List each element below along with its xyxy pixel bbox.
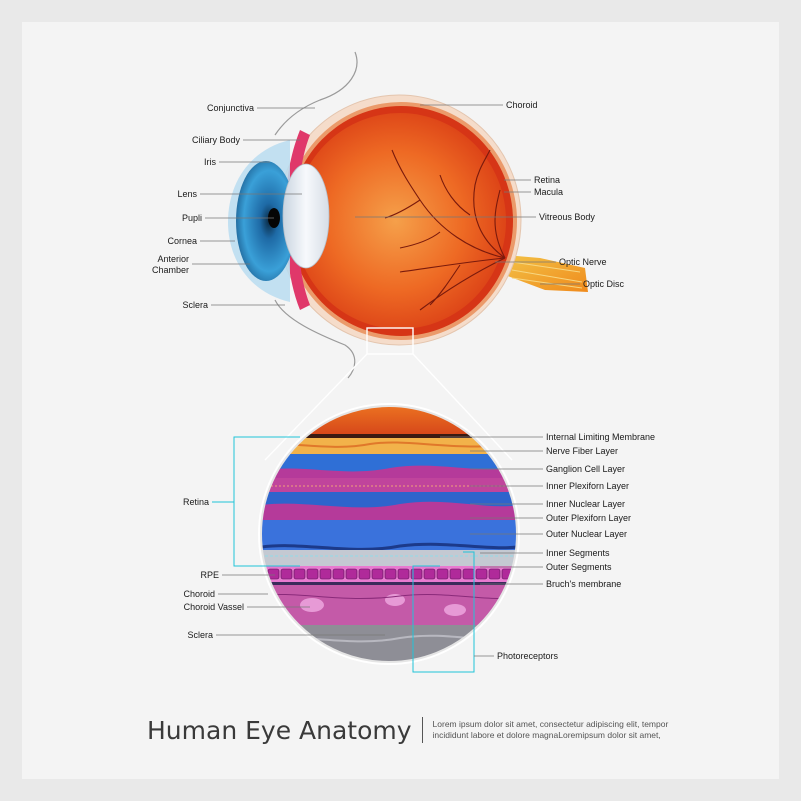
label-chamber: Chamber xyxy=(152,265,189,275)
label-onl: Outer Nuclear Layer xyxy=(546,529,627,539)
label-photoreceptors: Photoreceptors xyxy=(497,651,559,661)
iris-shape xyxy=(236,161,296,281)
rpe-cells xyxy=(267,568,514,580)
optic-nerve-lines xyxy=(511,261,583,289)
caption-separator xyxy=(421,717,423,743)
label-retina-bracket: Retina xyxy=(183,497,209,507)
nerve-fiber-band xyxy=(261,438,517,454)
label-lens: Lens xyxy=(177,189,197,199)
bruch-band xyxy=(261,582,517,585)
label-choroid-layer: Choroid xyxy=(183,589,215,599)
label-retina: Retina xyxy=(534,175,560,185)
label-conjunctiva: Conjunctiva xyxy=(207,103,254,113)
label-ciliary-body: Ciliary Body xyxy=(192,135,241,145)
label-inl: Inner Nuclear Layer xyxy=(546,499,625,509)
leader-lines xyxy=(192,104,580,657)
label-pupli: Pupli xyxy=(182,213,202,223)
label-choroid-vassel: Choroid Vassel xyxy=(184,602,244,612)
ilm-band xyxy=(261,434,517,438)
eye-labels: Conjunctiva Ciliary Body Iris Lens Pupli… xyxy=(152,100,625,310)
label-ipl: Inner Plexiforn Layer xyxy=(546,481,629,491)
caption: Human Eye Anatomy Lorem ipsum dolor sit … xyxy=(147,712,683,748)
caption-title: Human Eye Anatomy xyxy=(147,715,412,745)
label-macula: Macula xyxy=(534,187,563,197)
label-nfl: Nerve Fiber Layer xyxy=(546,446,618,456)
label-bruch: Bruch's membrane xyxy=(546,579,621,589)
label-anterior: Anterior xyxy=(157,254,189,264)
label-choroid: Choroid xyxy=(506,100,538,110)
label-optic-nerve: Optic Nerve xyxy=(559,257,607,267)
label-vitreous-body: Vitreous Body xyxy=(539,212,595,222)
bracket-lines xyxy=(212,436,475,673)
retinal-vessels xyxy=(384,149,506,311)
label-iris: Iris xyxy=(204,157,216,167)
label-sclera-layer: Sclera xyxy=(187,630,213,640)
retina-cross-section xyxy=(258,403,520,665)
caption-description: Lorem ipsum dolor sit amet, consectetur … xyxy=(432,719,669,740)
zoom-box xyxy=(366,327,414,355)
label-ilm: Internal Limiting Membrane xyxy=(546,432,655,442)
upper-eyelid xyxy=(274,51,358,136)
layer-labels: Internal Limiting Membrane Nerve Fiber L… xyxy=(183,432,655,661)
label-rpe: RPE xyxy=(200,570,219,580)
label-opl: Outer Plexiforn Layer xyxy=(546,513,631,523)
ipl-band xyxy=(261,478,517,492)
label-inner-segments: Inner Segments xyxy=(546,548,610,558)
label-optic-disc: Optic Disc xyxy=(583,279,625,289)
eyeball-group xyxy=(228,51,588,461)
label-outer-segments: Outer Segments xyxy=(546,562,612,572)
label-cornea: Cornea xyxy=(167,236,197,246)
label-sclera: Sclera xyxy=(182,300,208,310)
lens-shape xyxy=(282,163,330,269)
segments-band xyxy=(261,550,517,566)
label-gcl: Ganglion Cell Layer xyxy=(546,464,625,474)
